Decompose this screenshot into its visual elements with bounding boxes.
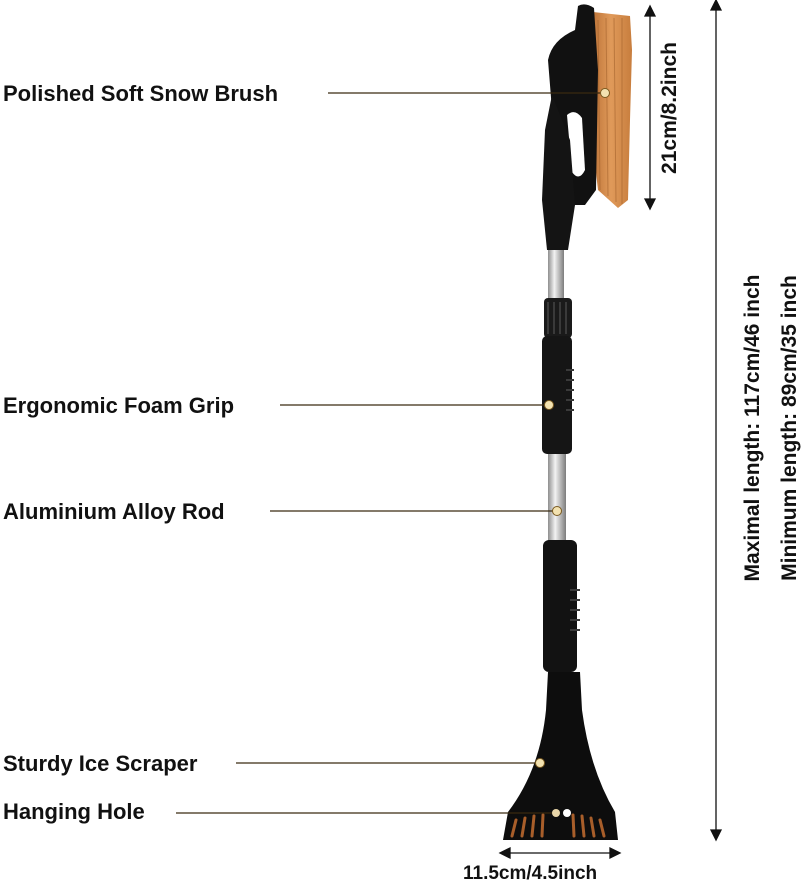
lower-rod	[548, 454, 566, 542]
label-ice-scraper: Sturdy Ice Scraper	[3, 751, 198, 776]
max-length-label: Maximal length: 117cm/46 inch	[741, 274, 764, 582]
label-alloy-rod: Aluminium Alloy Rod	[3, 499, 225, 524]
callout-dots	[535, 88, 610, 768]
lower-grip	[543, 540, 580, 672]
hanging-hole-right	[563, 809, 571, 817]
upper-rod	[548, 250, 564, 300]
callout-leaders	[176, 92, 604, 814]
min-length-label: Minimum length: 89cm/35 inch	[778, 275, 801, 581]
label-hanging-hole: Hanging Hole	[3, 799, 145, 824]
label-snow-brush: Polished Soft Snow Brush	[3, 81, 279, 106]
scraper-width-label: 11.5cm/4.5inch	[463, 863, 598, 884]
hanging-hole-left	[552, 809, 560, 817]
snow-brush-head	[542, 4, 632, 250]
dimension-arrows	[498, 0, 723, 860]
foam-grip	[542, 298, 574, 454]
brush-length-label: 21cm/8.2inch	[658, 42, 681, 174]
label-foam-grip: Ergonomic Foam Grip	[3, 393, 235, 418]
ice-scraper	[503, 672, 618, 840]
